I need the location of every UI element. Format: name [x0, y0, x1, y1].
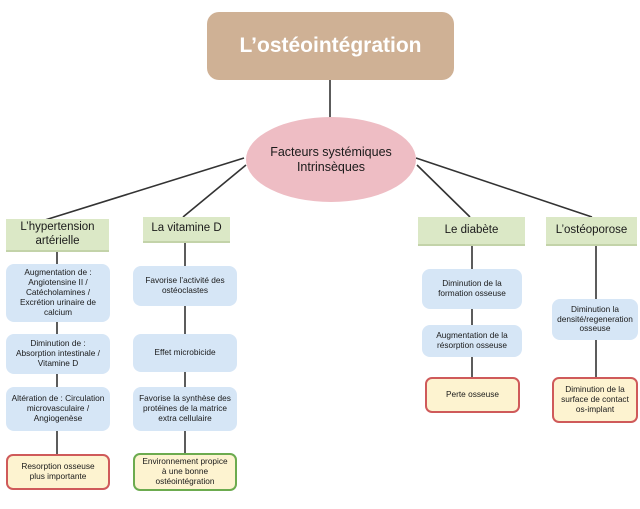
diabete-factor-resorption: Augmentation de la résorption osseuse [422, 325, 522, 357]
osteoporose-outcome: Diminution de la surface de contact os-i… [552, 377, 638, 423]
diabete-outcome: Perte osseuse [425, 377, 520, 413]
hub-systemic-factors: Facteurs systémiques Intrinsèques [246, 117, 416, 202]
hypertension-factor-diminution: Diminution de : Absorption intestinale /… [6, 334, 110, 374]
vitamine-d-factor-microbicide: Effet microbicide [133, 334, 237, 372]
connector-hub-hypertension [44, 157, 245, 221]
connector-hub-osteoporose [415, 157, 593, 218]
hypertension-factor-augmentation: Augmentation de : Angiotensine II / Caté… [6, 264, 110, 322]
category-osteoporose: L’ostéoporose [546, 217, 637, 246]
diabete-factor-formation: Diminution de la formation osseuse [422, 269, 522, 309]
category-diabete: Le diabète [418, 217, 525, 246]
category-vitamine-d: La vitamine D [143, 217, 230, 243]
osteoporose-factor-densite: Diminution la densité/regeneration osseu… [552, 299, 638, 340]
page-title: L’ostéointégration [207, 12, 454, 80]
connector-hub-diabete [416, 164, 471, 218]
hypertension-factor-alteration: Altération de : Circulation microvascula… [6, 387, 110, 431]
category-hypertension: L’hypertension artérielle [6, 219, 109, 252]
hypertension-outcome: Resorption osseuse plus importante [6, 454, 110, 490]
vitamine-d-outcome: Environnement propice à une bonne ostéoi… [133, 453, 237, 491]
vitamine-d-factor-synthese: Favorise la synthèse des protéines de la… [133, 387, 237, 431]
connector-hub-vitamine-d [182, 164, 247, 218]
vitamine-d-factor-osteoclastes: Favorise l’activité des ostéoclastes [133, 266, 237, 306]
